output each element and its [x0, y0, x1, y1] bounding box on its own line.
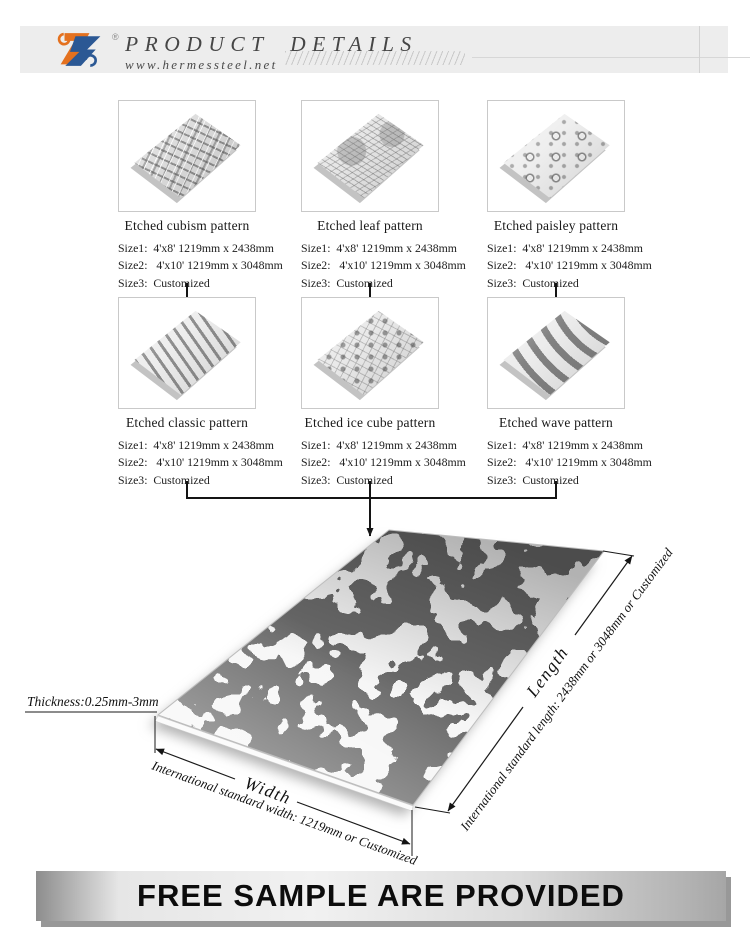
- product-image-paisley: [487, 100, 625, 212]
- size-line: Size2: 4'x10' 1219mm x 3048mm: [118, 455, 283, 470]
- thickness-label: Thickness:0.25mm-3mm: [27, 694, 159, 709]
- size-line: Size2: 4'x10' 1219mm x 3048mm: [118, 258, 283, 273]
- size-line: Size1: 4'x8' 1219mm x 2438mm: [487, 438, 643, 452]
- product-title: Etched classic pattern: [125, 415, 249, 430]
- size-line: Size2: 4'x10' 1219mm x 3048mm: [487, 455, 652, 470]
- size-line: Size3: Customized: [301, 275, 393, 290]
- size-line: Size3: Customized: [487, 275, 579, 290]
- product-row-2: Etched classic pattern Size1: 4'x8' 1219…: [0, 297, 750, 489]
- product-card-ice-cube: Etched ice cube pattern Size1: 4'x8' 121…: [301, 297, 466, 489]
- product-title: Etched wave pattern: [499, 415, 613, 430]
- size-line: Size3: Customized: [487, 472, 579, 487]
- size-line: Size1: 4'x8' 1219mm x 2438mm: [487, 241, 643, 255]
- product-title: Etched leaf pattern: [317, 218, 423, 233]
- width-dimension-line: [155, 748, 411, 845]
- registered-trademark: ®: [112, 32, 119, 42]
- length-detail-label: International standard length: 2438mm or…: [456, 545, 676, 834]
- product-image-wave: [487, 297, 625, 409]
- size-line: Size1: 4'x8' 1219mm x 2438mm: [118, 241, 274, 255]
- width-detail-label: International standard width: 1219mm or …: [149, 757, 419, 868]
- header-tick: [699, 26, 700, 73]
- product-image-classic: [118, 297, 256, 409]
- hatch-decoration: [285, 51, 465, 65]
- product-image-cubism: [118, 100, 256, 212]
- product-card-classic: Etched classic pattern Size1: 4'x8' 1219…: [118, 297, 283, 489]
- size-line: Size2: 4'x10' 1219mm x 3048mm: [301, 258, 466, 273]
- plate-outline: [156, 529, 605, 806]
- banner-text: FREE SAMPLE ARE PROVIDED: [137, 878, 625, 913]
- size-line: Size2: 4'x10' 1219mm x 3048mm: [301, 455, 466, 470]
- website-url: www.hermessteel.net: [125, 57, 278, 72]
- product-card-wave: Etched wave pattern Size1: 4'x8' 1219mm …: [487, 297, 652, 489]
- camo-steel-plate: [158, 530, 604, 805]
- product-row-1: Etched cubism pattern Size1: 4'x8' 1219m…: [0, 100, 750, 292]
- product-title: Etched paisley pattern: [493, 218, 619, 233]
- header-rule: [472, 57, 750, 58]
- length-label: Length: [521, 642, 572, 701]
- product-card-cubism: Etched cubism pattern Size1: 4'x8' 1219m…: [118, 100, 283, 292]
- size-line: Size1: 4'x8' 1219mm x 2438mm: [301, 438, 457, 452]
- product-title: Etched ice cube pattern: [304, 415, 436, 430]
- size-line: Size3: Customized: [301, 472, 393, 487]
- width-label: Width: [242, 773, 294, 809]
- product-image-ice-cube: [301, 297, 439, 409]
- size-line: Size3: Customized: [118, 472, 210, 487]
- header-band: ® PRODUCT DETAILS www.hermessteel.net: [20, 26, 750, 73]
- free-sample-banner: FREE SAMPLE ARE PROVIDED: [36, 871, 726, 921]
- product-image-leaf: [301, 100, 439, 212]
- size-line: Size1: 4'x8' 1219mm x 2438mm: [118, 438, 274, 452]
- plate-drop-shadow: [149, 541, 595, 816]
- product-card-leaf: Etched leaf pattern Size1: 4'x8' 1219mm …: [301, 100, 466, 292]
- size-line: Size1: 4'x8' 1219mm x 2438mm: [301, 241, 457, 255]
- hermes-steel-logo-icon: [57, 32, 101, 67]
- extension-lines: [25, 550, 635, 856]
- product-card-paisley: Etched paisley pattern Size1: 4'x8' 1219…: [487, 100, 652, 292]
- plate-bevel-edge: [154, 715, 414, 812]
- length-dimension-line: [447, 555, 633, 812]
- size-line: Size2: 4'x10' 1219mm x 3048mm: [487, 258, 652, 273]
- size-line: Size3: Customized: [118, 275, 210, 290]
- product-title: Etched cubism pattern: [124, 218, 250, 233]
